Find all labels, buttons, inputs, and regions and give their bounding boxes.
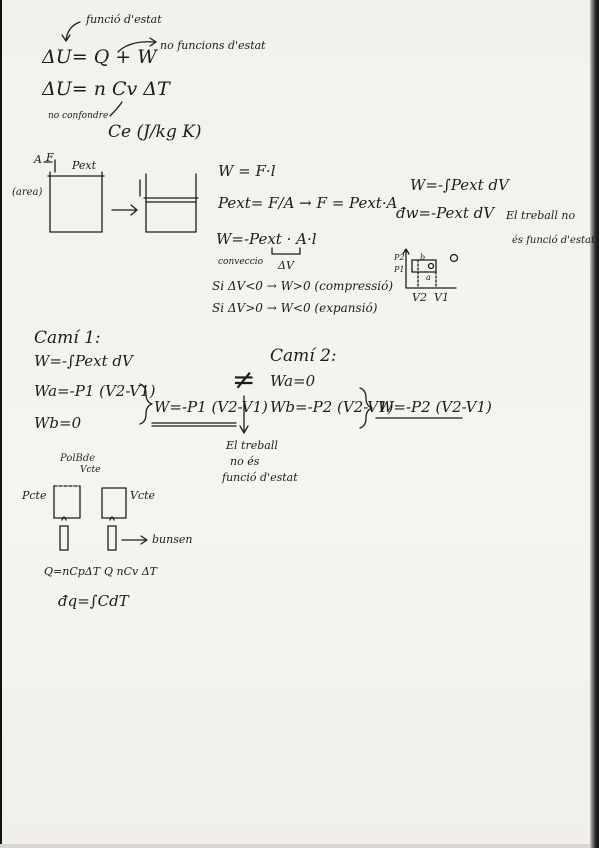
label-pext: Pext (72, 159, 97, 172)
brace-cami2 (359, 387, 373, 429)
pv-label-v1: V1 (434, 291, 449, 304)
cami1-wb: Wb=0 (34, 414, 82, 432)
pv-label-v2: V2 (412, 291, 427, 304)
first-law-equation: ΔU= Q + W (42, 46, 157, 68)
heat-integral: đq=∫CdT (58, 592, 129, 610)
pv-label-p1: P1 (394, 265, 405, 274)
arrow-funcio-estat-head (61, 34, 71, 42)
compression-rule: Si ΔV<0 → W>0 (compressió) (212, 279, 394, 293)
brace-dv (271, 247, 301, 255)
pv-label-p2: P2 (394, 253, 405, 262)
not-equal-sign: ≠ (232, 363, 256, 396)
note-treball-no: El treball no (506, 209, 576, 222)
label-no-confondre: no confondre (48, 111, 109, 121)
brace-cami1 (139, 383, 153, 425)
arrow-no-funcions (117, 41, 156, 53)
conclusion-line2: no és (230, 455, 260, 468)
specific-heat-units: Ce (J/kg K) (108, 122, 202, 142)
label-no-funcions: no funcions d'estat (160, 39, 266, 52)
label-funcio-estat: funció d'estat (86, 13, 162, 26)
page-edge-shadow (590, 0, 599, 848)
pv-mark-a: a (426, 273, 431, 282)
label-vcte: Vcte (130, 489, 156, 502)
conclusion-line1: El treball (226, 439, 278, 452)
label-vcte-top: Vcte (80, 465, 101, 475)
pv-graph (402, 248, 459, 289)
heat-constant-pressure: Q=nCpΔT (44, 565, 101, 578)
expansion-rule: Si ΔV>0 → W<0 (expansió) (212, 301, 378, 315)
label-area: (area) (12, 187, 43, 198)
arrow-no-confondre (109, 101, 123, 117)
scribble-crossed: PolBde (60, 453, 96, 464)
cami1-result: W=-P1 (V2-V1) (154, 398, 268, 416)
cami2-wb: Wb=-P2 (V2-V1) (270, 398, 394, 416)
conclusion-line3: funció d'estat (222, 471, 298, 484)
beaker-vcte (101, 487, 127, 551)
label-dv-brace: ΔV (278, 259, 294, 272)
note-es-funcio: és funció d'estat (512, 235, 596, 246)
work-differential: đw=-Pext dV (396, 204, 495, 222)
heat-constant-volume: Q nCv ΔT (104, 565, 158, 578)
work-pext-al: W=-Pext · A·l (216, 230, 317, 248)
cami1-integral: W=-∫Pext dV (34, 352, 133, 370)
beaker-pcte (53, 485, 81, 551)
work-force-distance: W = F·l (218, 162, 276, 180)
cami1-wa: Wa=-P1 (V2-V1) (34, 382, 156, 400)
cami2-title: Camí 2: (270, 346, 337, 366)
cami2-wa: Wa=0 (270, 372, 316, 390)
arrow-no-funcions-head (149, 37, 157, 47)
label-a: A (34, 153, 42, 166)
work-integral: W=-∫Pext dV (410, 176, 509, 194)
cylinder-left (43, 159, 105, 233)
label-pcte: Pcte (22, 489, 47, 502)
label-f: F (46, 151, 54, 164)
arrow-funcio-estat (65, 21, 81, 41)
label-conveccio: conveccio (218, 257, 264, 267)
label-bunsen: bunsen (152, 533, 193, 546)
cami2-result: W=-P2 (V2-V1) (378, 398, 492, 416)
cylinder-right (139, 173, 199, 233)
pressure-definition: Pext= F/A → F = Pext·A (218, 194, 398, 212)
pv-mark-b: b (420, 253, 426, 262)
internal-energy-equation: ΔU= n Cv ΔT (42, 78, 170, 100)
cami1-title: Camí 1: (34, 328, 101, 348)
